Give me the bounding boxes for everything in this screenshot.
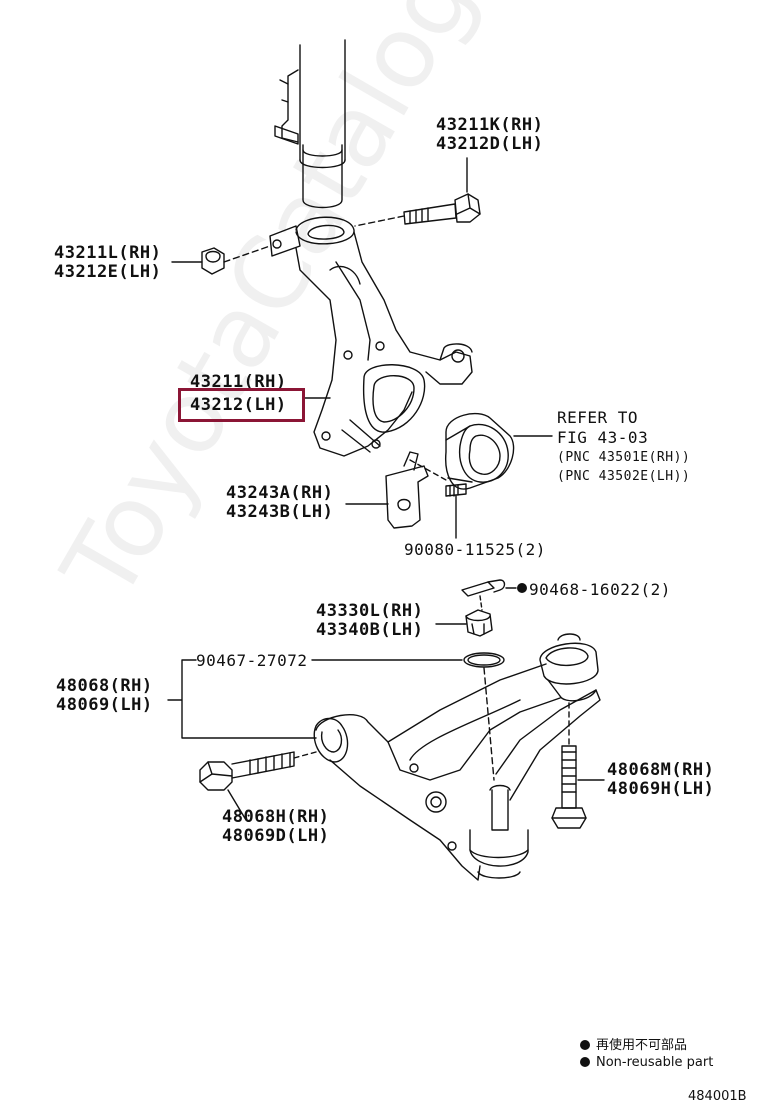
highlight-box: [178, 388, 305, 422]
speed-sensor-bracket-drawing: [385, 451, 447, 529]
label-castle-nut-lh[interactable]: 43340B(LH): [316, 620, 424, 640]
lower-control-arm-drawing: [313, 633, 601, 881]
label-upper-nut-rh[interactable]: 43211L(RH): [54, 243, 162, 263]
castle-nut-drawing: [465, 609, 493, 637]
label-rear-bolt-lh[interactable]: 48069H(LH): [607, 779, 715, 799]
front-arm-bolt-drawing: [199, 751, 295, 791]
rear-arm-bolt-drawing: [551, 745, 587, 829]
legend-non-reusable-jp: 再使用不可部品: [580, 1034, 687, 1053]
non-reusable-dot-icon: [580, 1057, 590, 1067]
label-bracket-rh[interactable]: 43243A(RH): [226, 483, 334, 503]
figure-id: 484001B: [688, 1089, 747, 1104]
shock-absorber-drawing: [274, 39, 346, 209]
upper-nut-drawing: [201, 247, 225, 275]
refer-pnc-rh[interactable]: (PNC 43501E(RH)): [557, 450, 691, 465]
label-lower-arm-lh[interactable]: 48069(LH): [56, 695, 153, 715]
label-cotter-pin[interactable]: 90468-16022(2): [529, 580, 671, 599]
label-castle-nut-rh[interactable]: 43330L(RH): [316, 601, 424, 621]
refer-to-text: REFER TO: [557, 408, 639, 427]
refer-pnc-lh[interactable]: (PNC 43502E(LH)): [557, 469, 691, 484]
hub-bearing-drawing: [445, 412, 515, 490]
label-knuckle-lh[interactable]: 43212(LH): [190, 395, 287, 415]
non-reusable-dot-icon: [580, 1040, 590, 1050]
legend-non-reusable-en: Non-reusable part: [580, 1055, 713, 1070]
label-upper-bolt-rh[interactable]: 43211K(RH): [436, 115, 544, 135]
label-seal-ring[interactable]: 90467-27072: [196, 651, 308, 670]
dust-seal-ring-drawing: [463, 652, 505, 668]
label-upper-bolt-lh[interactable]: 43212D(LH): [436, 134, 544, 154]
label-front-bolt-lh[interactable]: 48069D(LH): [222, 826, 330, 846]
label-knuckle-rh[interactable]: 43211(RH): [190, 372, 287, 392]
label-upper-nut-lh[interactable]: 43212E(LH): [54, 262, 162, 282]
label-lower-arm-rh[interactable]: 48068(RH): [56, 676, 153, 696]
label-bracket-lh[interactable]: 43243B(LH): [226, 502, 334, 522]
label-front-bolt-rh[interactable]: 48068H(RH): [222, 807, 330, 827]
refer-figure-link[interactable]: FIG 43-03: [557, 428, 649, 447]
upper-bolt-drawing: [403, 193, 481, 225]
steering-knuckle-drawing: [269, 216, 473, 457]
label-rear-bolt-rh[interactable]: 48068M(RH): [607, 760, 715, 780]
bracket-bolt-drawing: [445, 483, 467, 497]
label-bracket-bolt[interactable]: 90080-11525(2): [404, 540, 546, 559]
cotter-pin-drawing: [461, 579, 506, 597]
